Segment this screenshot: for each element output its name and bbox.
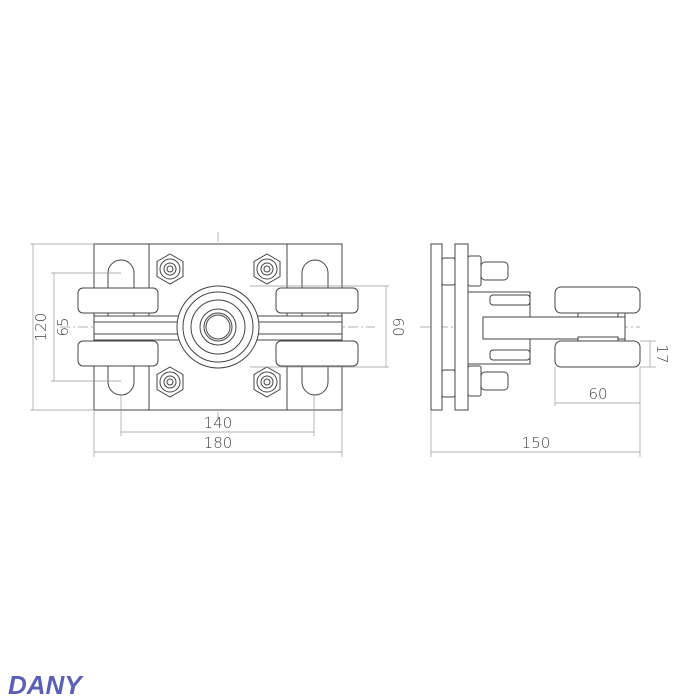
side-view: 17 60 150: [420, 243, 671, 457]
bolt: [480, 261, 509, 281]
nuts: [156, 253, 281, 398]
dim-140: 140: [204, 414, 233, 432]
logo: DANY: [8, 670, 84, 700]
wheel: [77, 340, 159, 367]
wheel: [77, 287, 159, 314]
dim-120: 120: [32, 313, 50, 342]
bearing: [176, 285, 260, 369]
side-dimensions: 17 60 150: [430, 340, 671, 457]
axle-bar: [482, 316, 626, 340]
dim-180: 180: [204, 434, 233, 452]
dim-60-side: 60: [588, 385, 607, 403]
wheel: [275, 287, 359, 314]
wheel: [275, 340, 359, 367]
wheel: [554, 340, 641, 368]
plate: [454, 243, 469, 411]
front-view: 120 65 60 140 180: [30, 232, 407, 457]
front-dimensions: 120 65 60 140 180: [30, 243, 407, 457]
bolt: [480, 371, 509, 391]
dim-65: 65: [54, 317, 72, 336]
plate: [430, 243, 443, 411]
dim-150: 150: [522, 434, 551, 452]
dim-17: 17: [653, 344, 671, 363]
dim-60: 60: [389, 317, 407, 336]
wheel: [554, 286, 641, 314]
